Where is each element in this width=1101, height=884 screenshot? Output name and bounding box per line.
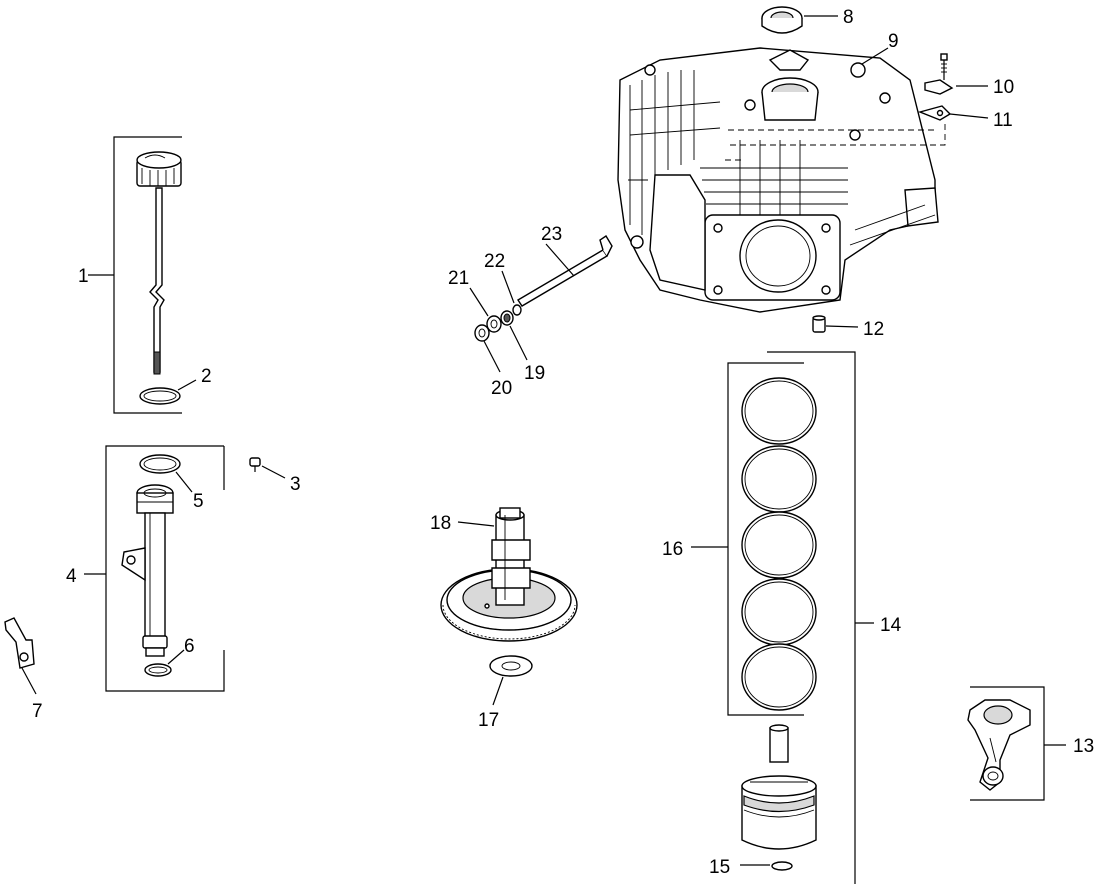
piston-assembly: 14 16 15 [662, 351, 902, 884]
callout-1: 1 [78, 266, 89, 287]
piston-ring-4 [741, 578, 817, 646]
callout-16: 16 [662, 539, 683, 560]
callout-3: 3 [290, 474, 301, 495]
piston-ring-2 [741, 445, 817, 513]
camshaft-18: 18 [430, 507, 578, 642]
callout-10: 10 [993, 77, 1014, 98]
callout-14: 14 [880, 615, 902, 636]
oil-fill-tube-assembly: 4 5 6 [66, 445, 225, 692]
callout-17: 17 [478, 710, 499, 731]
piston-ring-3 [741, 511, 817, 579]
o-ring-2 [139, 387, 181, 405]
dowel-pin-12: 12 [812, 315, 884, 340]
piston-ring-5 [741, 643, 817, 711]
bolt-clip-10: 10 [924, 53, 1014, 98]
bracket-7: 7 [4, 617, 43, 722]
dipstick-rod [149, 187, 165, 373]
callout-12: 12 [863, 319, 884, 340]
retainer-15 [771, 861, 793, 871]
bracket-13 [970, 686, 1045, 801]
piston [741, 775, 817, 850]
clip-11: 11 [917, 105, 1013, 131]
callout-7: 7 [32, 701, 43, 722]
callout-2: 2 [201, 366, 212, 387]
callout-8: 8 [843, 7, 854, 28]
callout-21: 21 [448, 268, 469, 289]
crankcase-9: 9 [617, 31, 946, 313]
breather-parts: 23 22 19 21 20 [448, 224, 613, 399]
callout-6: 6 [184, 636, 195, 657]
bracket-4 [105, 445, 225, 692]
callout-15: 15 [709, 857, 730, 878]
oil-seal-8: 8 [761, 6, 854, 34]
piston-ring-1 [741, 377, 817, 445]
callout-22: 22 [484, 251, 505, 272]
callout-19: 19 [524, 363, 545, 384]
bracket-14 [767, 351, 856, 884]
bracket-16 [727, 362, 804, 716]
piston-pin [769, 724, 789, 763]
screw-3: 3 [249, 457, 301, 495]
shim-17: 17 [478, 655, 533, 731]
callout-9: 9 [888, 31, 899, 52]
fill-tube [121, 484, 174, 657]
callout-11: 11 [993, 110, 1013, 131]
connecting-rod-13: 13 [967, 686, 1094, 801]
callout-23: 23 [541, 224, 562, 245]
callout-13: 13 [1073, 736, 1094, 757]
callout-4: 4 [66, 566, 77, 587]
o-ring-6 [144, 663, 172, 677]
dipstick-cap [136, 151, 182, 187]
callout-20: 20 [491, 378, 512, 399]
callout-18: 18 [430, 513, 451, 534]
callout-5: 5 [193, 491, 204, 512]
dipstick-assembly: 1 2 [78, 136, 212, 414]
